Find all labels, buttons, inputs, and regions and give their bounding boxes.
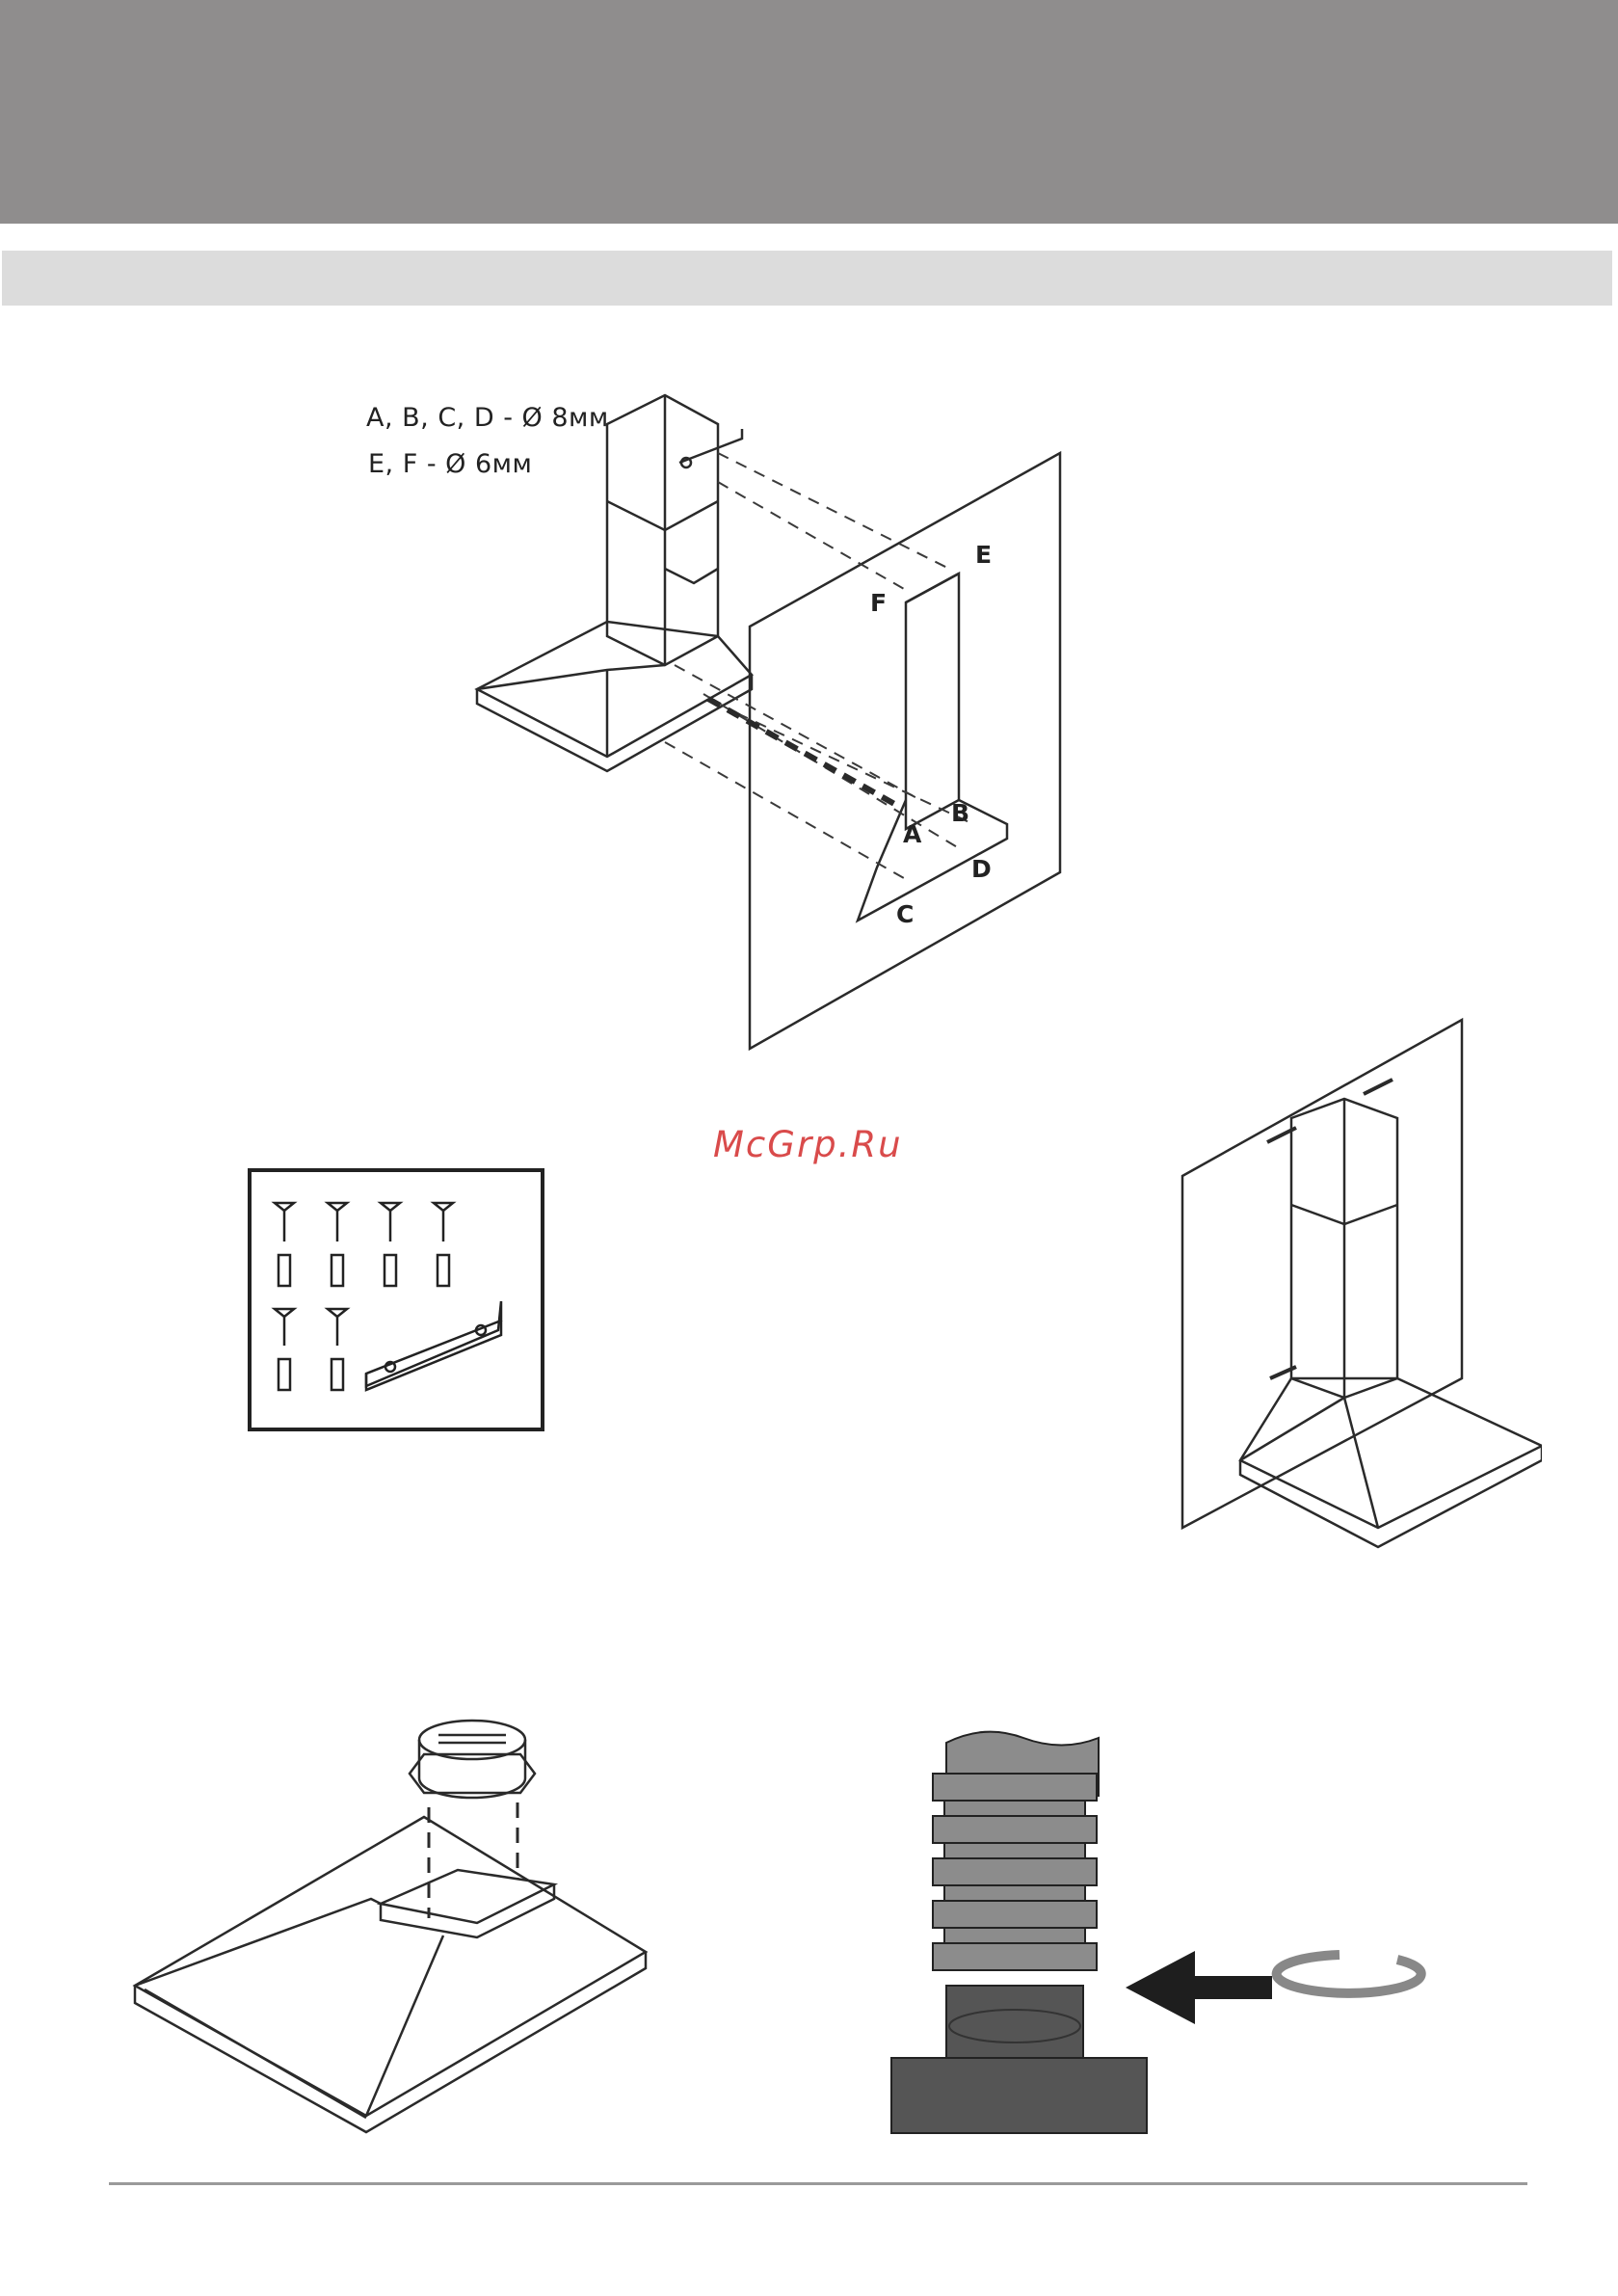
- point-label-f: F: [870, 589, 887, 617]
- hose-ribs: [933, 1774, 1097, 1970]
- hardware-kit-box: [246, 1166, 546, 1433]
- flange-attachment-diagram: [125, 1706, 665, 2149]
- arrow-icon: [1126, 1951, 1272, 2024]
- wall-mounting-diagram: E F B A D C: [463, 386, 1079, 1060]
- point-label-e: E: [975, 541, 992, 569]
- installed-wall: [1182, 1020, 1462, 1528]
- point-label-b: B: [951, 799, 969, 827]
- hose-clamp-icon: [1277, 1955, 1421, 1993]
- point-label-a: A: [903, 820, 922, 848]
- header-band: [0, 0, 1618, 224]
- flange-base: [891, 2058, 1147, 2133]
- installed-hood-diagram: [1176, 1012, 1542, 1552]
- watermark: McGrp.Ru: [713, 1124, 973, 1165]
- footer-rule: [109, 2182, 1527, 2185]
- point-label-c: C: [896, 900, 914, 928]
- flange-neck: [946, 1986, 1083, 2058]
- duct-hose-diagram: [887, 1725, 1484, 2140]
- section-band: [2, 251, 1612, 306]
- point-label-d: D: [971, 855, 992, 883]
